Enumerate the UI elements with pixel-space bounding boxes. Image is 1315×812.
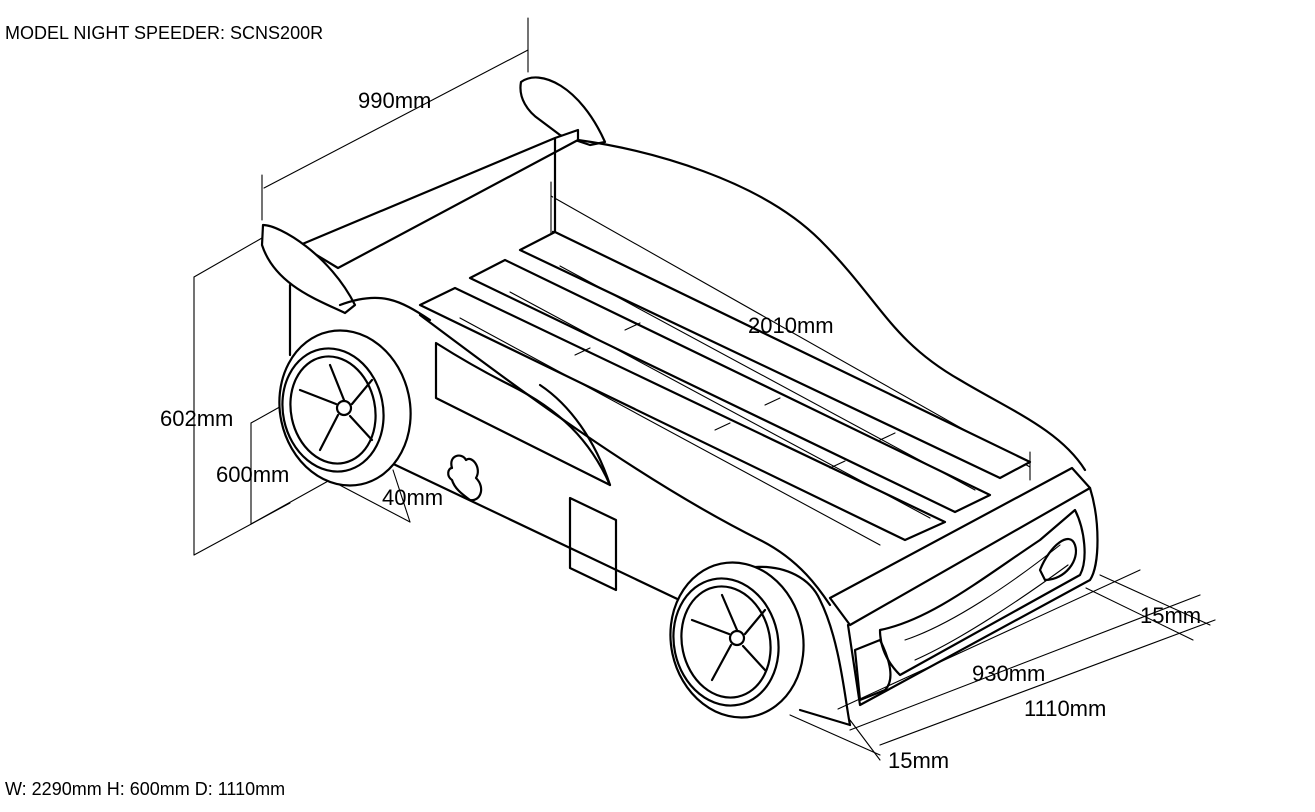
dim-label-bed-length: 2010mm [748, 313, 834, 338]
dim-label-overall-depth: 1110mm [1024, 696, 1106, 721]
dim-label-spoiler-width: 990mm [358, 88, 431, 113]
dimension-lines [193, 17, 1216, 761]
bed-slats [418, 230, 1032, 546]
dim-label-overall-height: 602mm [160, 406, 233, 431]
dim-label-side-thickness: 40mm [382, 485, 443, 510]
dim-label-inner-width: 930mm [972, 661, 1045, 686]
dim-label-panel-thickness-bottom: 15mm [888, 748, 949, 773]
rear-spoiler [260, 76, 607, 315]
overall-dimensions-footer: W: 2290mm H: 600mm D: 1110mm [5, 779, 285, 799]
front-wheel [669, 561, 805, 719]
model-title: MODEL NIGHT SPEEDER: SCNS200R [5, 23, 323, 43]
rear-wheel [278, 329, 412, 487]
dim-label-side-height: 600mm [216, 462, 289, 487]
dim-label-panel-thickness-right: 15mm [1140, 603, 1201, 628]
